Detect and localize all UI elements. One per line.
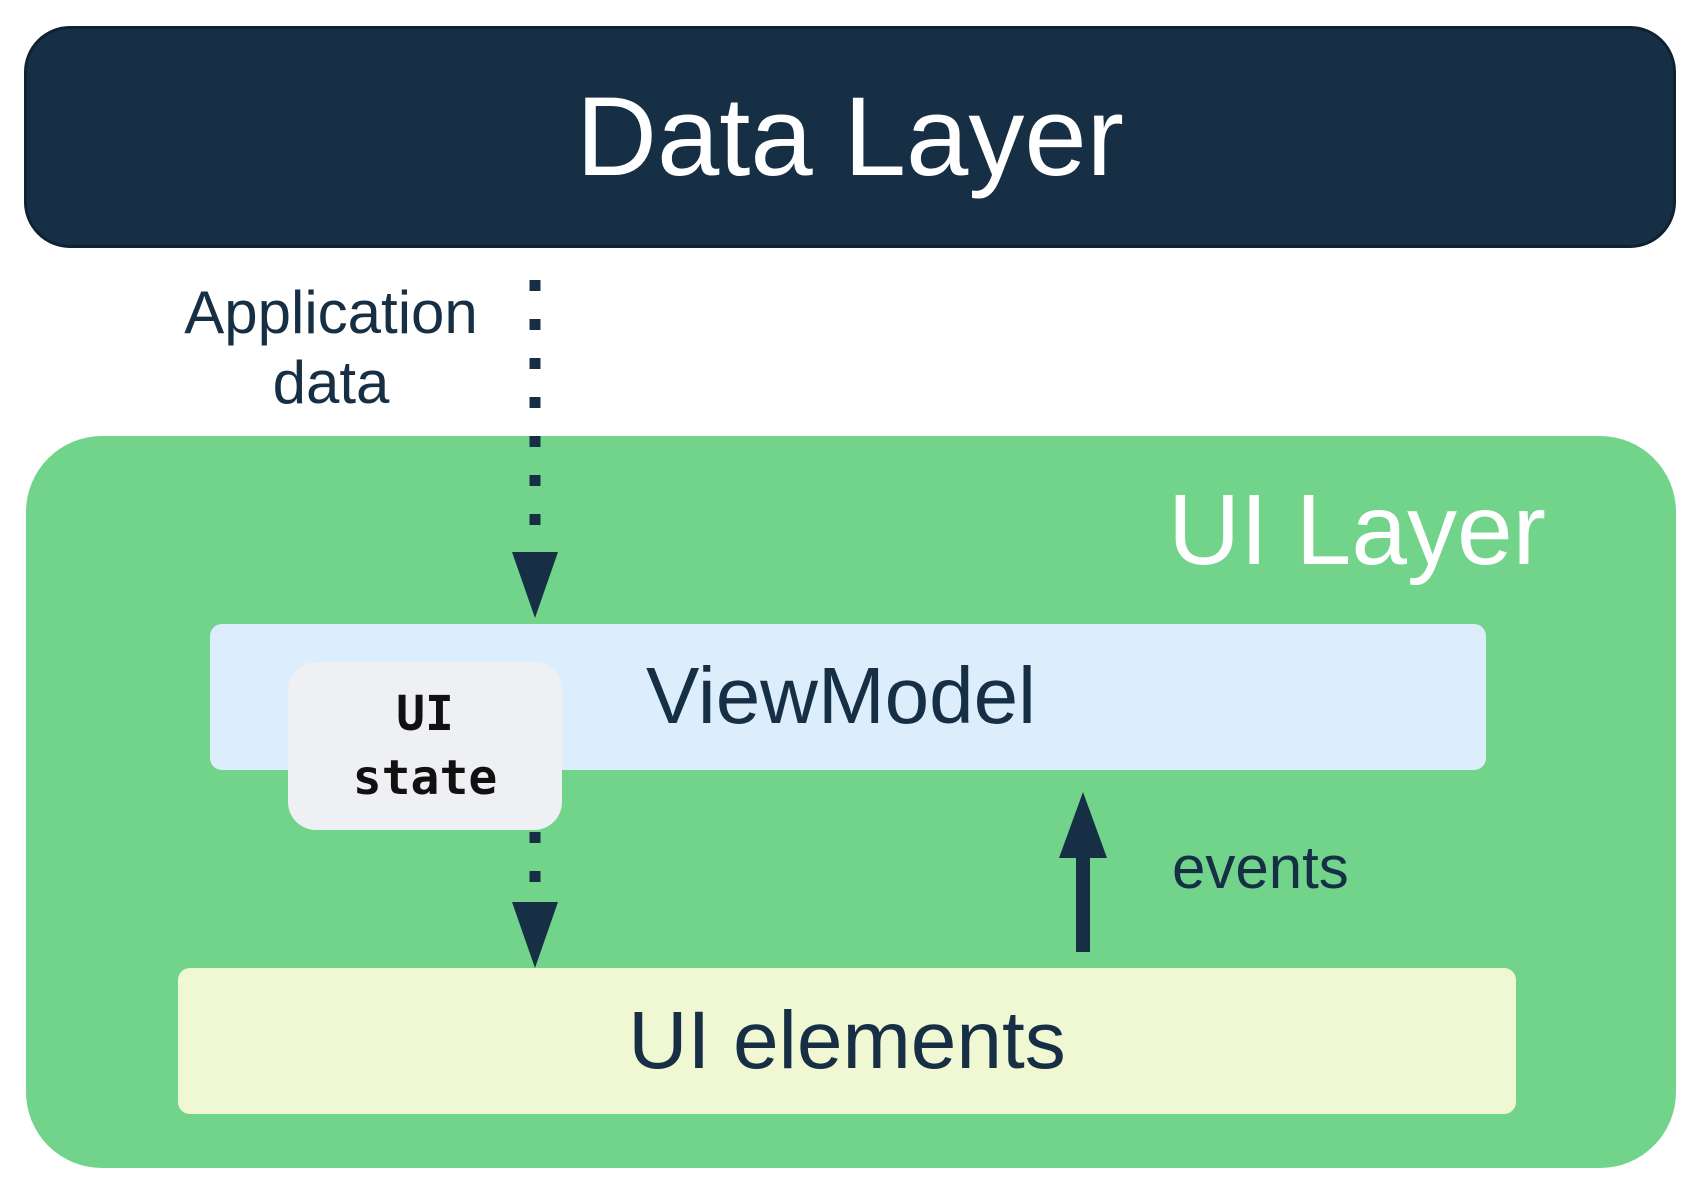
ui-state-box: UI state xyxy=(288,662,562,830)
application-data-label: Application data xyxy=(150,278,512,418)
viewmodel-title: ViewModel xyxy=(646,651,1036,740)
events-label: events xyxy=(1172,834,1349,901)
ui-layer-title: UI Layer xyxy=(1168,474,1546,586)
ui-state-line1: UI xyxy=(396,686,454,742)
application-data-line2: data xyxy=(272,349,390,416)
data-layer-box: Data Layer xyxy=(24,26,1676,248)
application-data-line1: Application xyxy=(184,279,478,346)
ui-elements-box: UI elements xyxy=(178,968,1516,1114)
ui-elements-title: UI elements xyxy=(628,995,1066,1086)
ui-state-line2: state xyxy=(352,750,498,806)
data-layer-title: Data Layer xyxy=(576,74,1124,199)
